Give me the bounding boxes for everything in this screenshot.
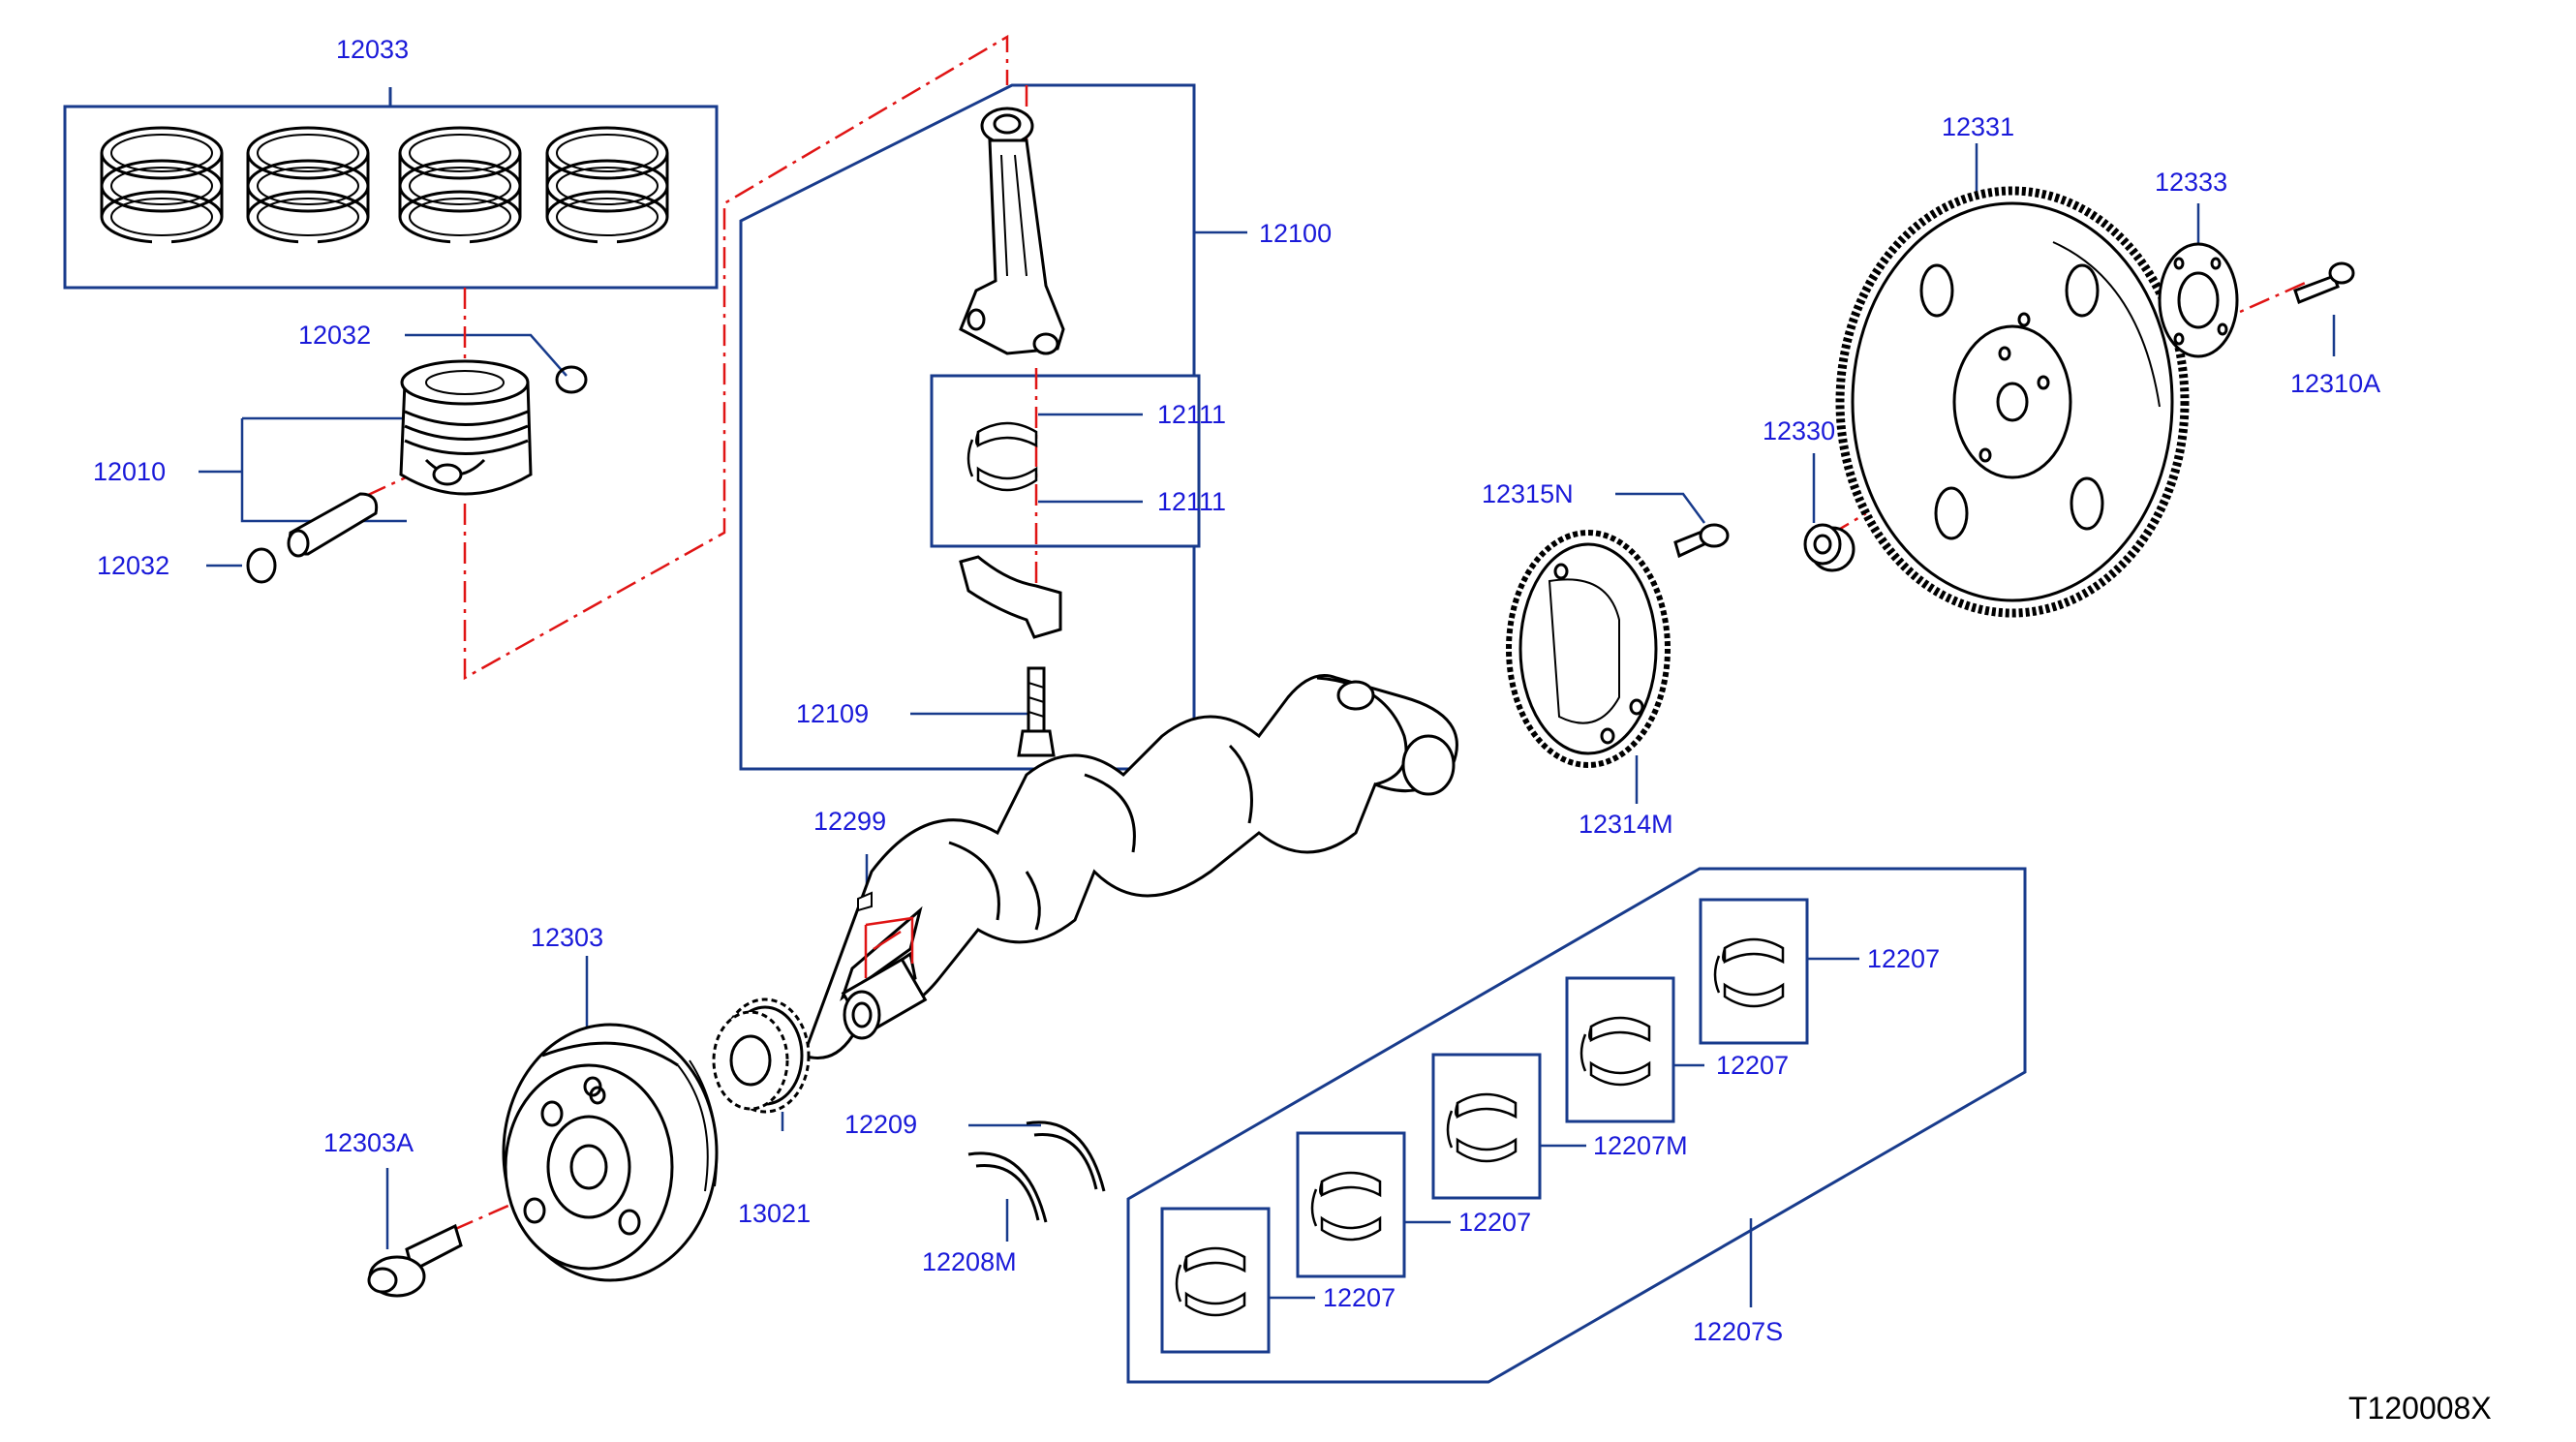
crank-pulley [502, 1023, 719, 1282]
label-12111-lower[interactable]: 12111 [1157, 487, 1227, 516]
pulley-bolt [367, 1223, 463, 1298]
label-12010[interactable]: 12010 [93, 457, 167, 486]
label-12109[interactable]: 12109 [796, 699, 870, 728]
piston-pin-clip-lower [246, 547, 277, 584]
bearing-box-3 [1431, 1053, 1542, 1200]
label-12207-a[interactable]: 12207 [1867, 944, 1941, 973]
spacer [1803, 523, 1855, 572]
label-12303[interactable]: 12303 [531, 923, 604, 952]
label-12032-upper[interactable]: 12032 [298, 321, 372, 350]
label-12207-d[interactable]: 12207 [1323, 1283, 1396, 1312]
label-12207-c[interactable]: 12207 [1458, 1208, 1532, 1237]
signal-plate [1506, 530, 1671, 768]
label-12333[interactable]: 12333 [2155, 168, 2228, 197]
diagram-code: T120008X [2348, 1391, 2492, 1426]
crankshaft [802, 674, 1458, 1059]
label-12032-lower[interactable]: 12032 [97, 551, 170, 580]
piston-pin-clip-upper [555, 365, 588, 394]
label-12111-upper[interactable]: 12111 [1157, 400, 1227, 429]
woodruff-key [857, 891, 873, 912]
label-12209[interactable]: 12209 [844, 1110, 918, 1139]
flywheel [1835, 186, 2190, 618]
main-bearing-frame [1126, 867, 2027, 1384]
label-12299[interactable]: 12299 [813, 807, 887, 836]
thrust-washers [967, 1120, 1106, 1223]
frame-lines [63, 83, 2027, 1384]
bearing-box-5 [1699, 898, 1809, 1045]
flywheel-bolt [2293, 261, 2355, 304]
label-12100[interactable]: 12100 [1259, 219, 1333, 248]
label-12207-b[interactable]: 12207 [1716, 1051, 1790, 1080]
label-12314M[interactable]: 12314M [1579, 810, 1673, 839]
piston [246, 359, 588, 584]
connecting-rod [959, 107, 1065, 355]
label-13021[interactable]: 13021 [738, 1199, 812, 1228]
label-12330[interactable]: 12330 [1763, 416, 1836, 445]
label-12207M[interactable]: 12207M [1593, 1131, 1688, 1160]
reinforcement-plate [2158, 242, 2239, 358]
piston-rings [100, 126, 669, 246]
label-12303A[interactable]: 12303A [323, 1128, 414, 1157]
label-12207S[interactable]: 12207S [1693, 1317, 1784, 1346]
bearing-box-2 [1296, 1131, 1406, 1278]
con-rod-bearing-frame [930, 374, 1201, 548]
label-12315N[interactable]: 12315N [1482, 479, 1574, 508]
bearing-box-1 [1160, 1207, 1271, 1354]
label-12208M[interactable]: 12208M [922, 1247, 1017, 1276]
bearing-box-4 [1565, 976, 1675, 1123]
rod-cap [959, 555, 1062, 757]
signal-plate-bolt [1673, 523, 1730, 559]
label-12310A[interactable]: 12310A [2290, 369, 2381, 398]
label-12331[interactable]: 12331 [1942, 112, 2015, 141]
label-12033[interactable]: 12033 [336, 35, 410, 64]
crank-sprocket [712, 997, 811, 1114]
